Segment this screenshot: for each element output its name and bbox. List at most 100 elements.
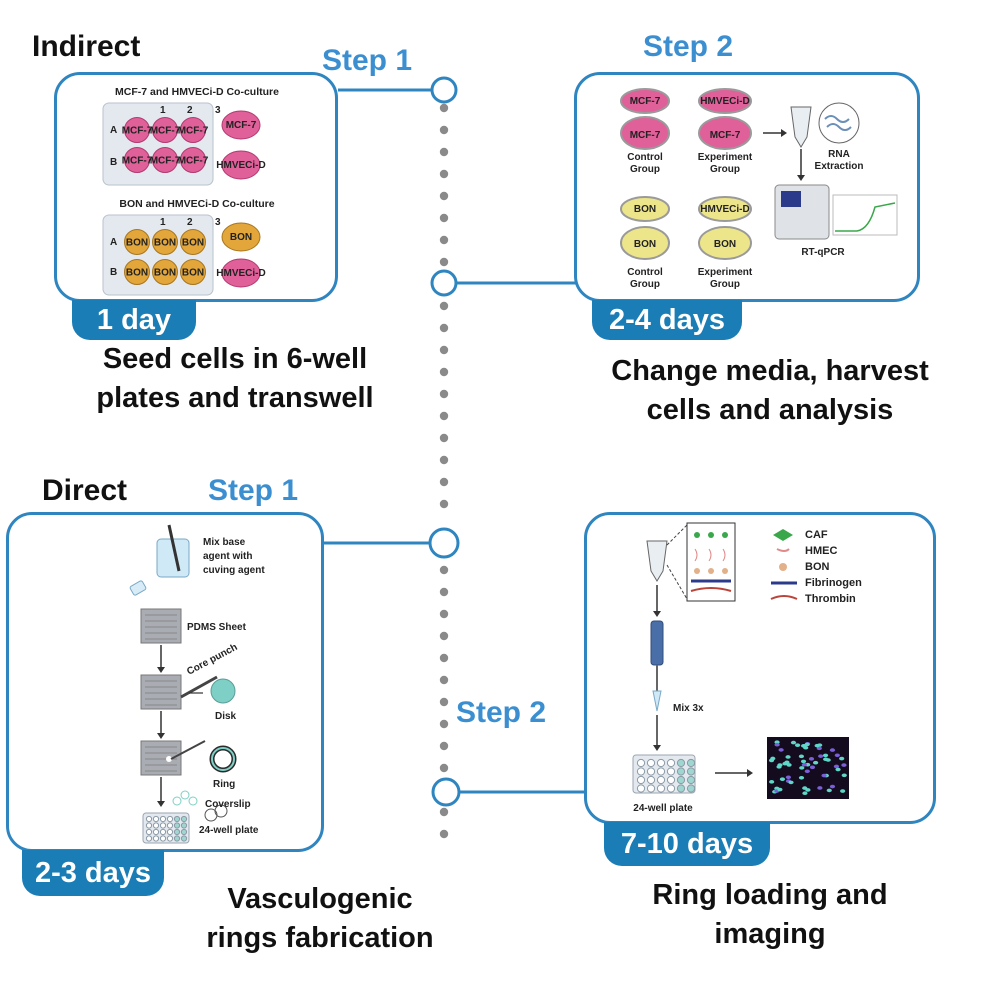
small-well (166, 835, 174, 842)
small-well (145, 835, 153, 842)
disk-icon (210, 678, 236, 704)
small-well (145, 822, 153, 829)
direct-step1-label: Step 1 (208, 474, 299, 507)
plate-well-label: MCF-7 (122, 126, 153, 137)
svg-text:2: 2 (187, 105, 193, 116)
plate-well (152, 229, 178, 255)
timeline-dot (439, 477, 449, 487)
core-punch-icon (180, 675, 218, 699)
svg-text:MCF-7: MCF-7 (226, 120, 257, 131)
direct-step2-label: Step 2 (456, 696, 547, 729)
plate-well-label: MCF-7 (122, 156, 153, 167)
cell-dot (774, 740, 780, 744)
timeline-dot (439, 763, 449, 773)
timeline-dot (439, 235, 449, 245)
svg-text:Experiment: Experiment (698, 267, 753, 278)
cell-dot (778, 748, 784, 752)
svg-text:A: A (110, 125, 117, 136)
svg-text:3: 3 (215, 217, 221, 228)
plate-well (124, 229, 150, 255)
svg-text:BON: BON (714, 239, 736, 250)
svg-text:3: 3 (215, 105, 221, 116)
small-well (152, 828, 160, 836)
svg-text:MCF-7: MCF-7 (630, 96, 661, 107)
small-well (152, 822, 160, 829)
direct-step1-desc-line1: Vasculogenic (227, 883, 413, 915)
cell-dot (840, 789, 846, 793)
cell-dot (779, 777, 786, 781)
legend-fibrinogen: Fibrinogen (805, 577, 862, 589)
small-well (666, 767, 676, 776)
indirect-heading: Indirect (32, 30, 141, 63)
svg-text:Extraction: Extraction (815, 161, 864, 172)
direct-step1-duration: 2-3 days (22, 850, 164, 896)
plate1-body (102, 102, 214, 186)
timeline-dot (439, 323, 449, 333)
plate2-title: BON and HMVECi-D Co-culture (119, 198, 274, 210)
svg-text:24-well plate: 24-well plate (199, 825, 259, 836)
svg-text:MCF-7: MCF-7 (710, 130, 741, 141)
rna-icon (818, 102, 860, 144)
small-well (180, 822, 188, 829)
small-well (159, 835, 167, 842)
small-well (686, 784, 696, 793)
direct-step2-desc-line1: Ring loading and (652, 879, 888, 911)
svg-text:Mix base: Mix base (203, 537, 246, 548)
cell-dot (821, 773, 827, 778)
svg-text:Ring: Ring (213, 779, 235, 790)
plate-well (152, 147, 178, 173)
experiment-bon-dish (698, 226, 752, 260)
plate-well-label: BON (126, 268, 148, 279)
small-well (686, 767, 696, 776)
small-well (646, 775, 656, 785)
cell-dot (790, 740, 797, 745)
small-well (676, 775, 686, 785)
timeline-dot (439, 191, 449, 201)
cell-dot (808, 757, 815, 761)
indirect-step2-desc-line1: Change media, harvest (611, 355, 929, 387)
cell-dot (794, 743, 801, 747)
cell-dot (784, 760, 790, 765)
cell-dot (816, 746, 822, 751)
svg-text:A: A (110, 237, 117, 248)
small-well (656, 775, 666, 785)
pdms-sheet-icon (140, 608, 182, 644)
small-well (656, 784, 666, 793)
cell-dot (809, 765, 816, 770)
plate-well-label: BON (182, 238, 204, 249)
small-well (152, 815, 160, 823)
plate-well-label: BON (154, 238, 176, 249)
cell-dot (841, 773, 847, 778)
coverslip-icon (172, 796, 182, 806)
small-well (145, 815, 153, 823)
cell-dot (777, 787, 783, 792)
small-well (173, 815, 181, 823)
cell-dot (776, 765, 782, 769)
small-well (173, 828, 181, 836)
direct-heading: Direct (42, 474, 128, 507)
svg-text:HMVECi-D: HMVECi-D (216, 268, 265, 279)
legend-thrombin: Thrombin (805, 593, 856, 605)
small-well (676, 784, 686, 793)
cell-dot (798, 775, 805, 780)
timeline-dot (439, 125, 449, 135)
cell-dot (800, 759, 807, 764)
timeline-node-indirect-step2 (430, 269, 458, 297)
cell-dot (823, 757, 829, 762)
svg-text:RT-qPCR: RT-qPCR (801, 247, 845, 258)
small-well (646, 784, 656, 793)
timeline-dot (439, 741, 449, 751)
svg-text:24-well plate: 24-well plate (633, 803, 693, 814)
caf-icon (773, 529, 793, 541)
indirect-step2-card: MCF-7 MCF-7 Control Group HMVECi-D MCF-7… (574, 72, 920, 302)
timeline-dot (439, 147, 449, 157)
timeline-dot (439, 697, 449, 707)
svg-text:MCF-7: MCF-7 (630, 130, 661, 141)
indirect-step1-label: Step 1 (322, 44, 413, 77)
indirect-step2-description: Change media, harvest cells and analysis (560, 352, 980, 430)
cell-dot (801, 762, 807, 767)
timeline-dot (439, 257, 449, 267)
plate-well-label: MCF-7 (178, 126, 209, 137)
plate2-insert-b (221, 258, 261, 288)
svg-text:Mix 3x: Mix 3x (673, 703, 704, 714)
